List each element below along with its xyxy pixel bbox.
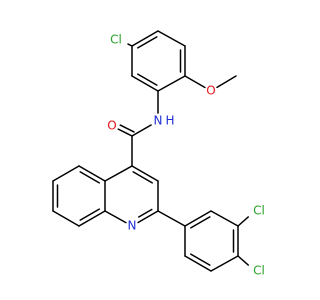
bond-nh-carbonyl <box>131 124 152 137</box>
amide-nitrogen-label: N <box>154 114 163 128</box>
amide-hydrogen-label: H <box>165 114 174 128</box>
bond <box>131 165 159 182</box>
bond <box>104 165 133 182</box>
bond <box>184 210 212 227</box>
methoxy-oxygen-label: O <box>206 84 215 98</box>
bond <box>157 75 186 92</box>
bond <box>131 75 159 92</box>
double-bond-inner <box>137 208 153 218</box>
chlorine-atom-label: Cl <box>110 33 122 47</box>
bond <box>131 30 159 47</box>
bond <box>210 255 239 272</box>
bond <box>52 210 80 227</box>
carbonyl-double-bond <box>119 124 135 133</box>
double-bond-inner <box>79 208 101 221</box>
bond <box>104 210 127 224</box>
double-bond-inner <box>137 73 158 86</box>
bond <box>157 30 186 47</box>
bond <box>210 210 239 227</box>
bond-to-cl <box>237 216 250 227</box>
double-bond-inner <box>132 171 153 184</box>
quinoline-nitrogen-label: N <box>128 219 137 233</box>
bond <box>184 255 212 272</box>
bond <box>52 165 80 182</box>
carbonyl-bond <box>117 128 133 137</box>
double-bond-inner <box>190 253 211 266</box>
chlorine-atom-label: Cl <box>253 204 265 218</box>
double-bond-inner <box>137 36 158 49</box>
bond <box>137 210 159 224</box>
carbonyl-oxygen-label: O <box>107 119 116 133</box>
bonds-group <box>52 30 250 272</box>
bond-to-cl <box>237 255 250 266</box>
double-bond-inner <box>190 216 211 229</box>
bond-methyl <box>216 75 237 89</box>
bond <box>78 210 106 227</box>
bond-to-cl <box>127 43 133 47</box>
bond-quinoline-aryl <box>157 210 186 227</box>
double-bond-inner <box>79 171 101 184</box>
bond-to-o <box>184 75 206 89</box>
chlorine-atom-label: Cl <box>253 264 265 278</box>
bond <box>78 165 106 182</box>
